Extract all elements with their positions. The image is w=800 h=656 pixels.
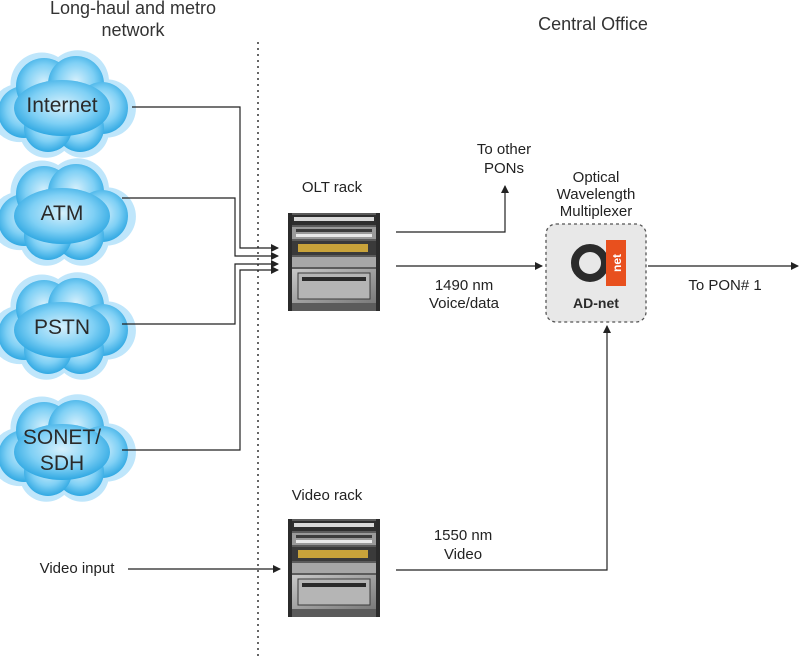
cloud-label: ATM xyxy=(41,202,84,225)
wavelength-multiplexer: net AD-net xyxy=(545,223,647,323)
olt-rack-label: OLT rack xyxy=(302,179,363,196)
cloud-label-line2: SDH xyxy=(40,452,84,475)
mux-label-line2: Wavelength xyxy=(557,186,636,203)
cloud-sonet-sdh: SONET/ SDH xyxy=(0,394,136,502)
to-pon-label: To PON# 1 xyxy=(688,277,761,294)
voice-wavelength-label: 1490 nm xyxy=(435,277,493,294)
ad-net-logo: net AD-net xyxy=(571,240,626,311)
to-other-pons-label: To other xyxy=(477,141,531,158)
olt-rack-image xyxy=(287,212,381,312)
mux-label: Optical xyxy=(573,169,620,186)
to-other-pons-label-line2: PONs xyxy=(484,160,524,177)
cloud-pstn: PSTN xyxy=(0,272,136,380)
video-rack-label: Video rack xyxy=(292,487,363,504)
internet-link xyxy=(132,106,279,252)
to-other-pons-link xyxy=(396,185,509,233)
cloud-label: Internet xyxy=(26,94,97,117)
sonet-link xyxy=(122,266,279,451)
video-link xyxy=(396,325,611,571)
network-header-line2: network xyxy=(101,20,165,40)
cloud-internet: Internet xyxy=(0,50,136,158)
video-label: Video xyxy=(444,546,482,563)
network-header: Long-haul and metro xyxy=(50,0,216,18)
video-wavelength-label: 1550 nm xyxy=(434,527,492,544)
voice-data-label: Voice/data xyxy=(429,295,500,312)
cloud-label: PSTN xyxy=(34,316,90,339)
logo-text: AD-net xyxy=(573,295,619,311)
mux-label-line3: Multiplexer xyxy=(560,203,633,220)
central-office-header: Central Office xyxy=(538,14,648,34)
pstn-link xyxy=(122,260,279,325)
atm-link xyxy=(122,197,279,260)
cloud-label: SONET/ xyxy=(23,426,101,449)
cloud-atm: ATM xyxy=(0,158,136,266)
video-input-label: Video input xyxy=(40,560,116,577)
logo-net-text: net xyxy=(610,254,624,272)
video-rack-image xyxy=(287,518,381,618)
